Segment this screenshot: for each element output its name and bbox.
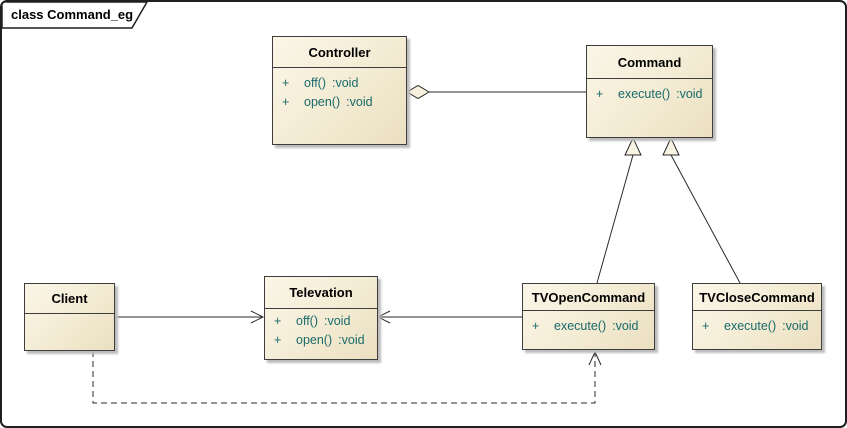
class-name-command: Command <box>587 46 712 79</box>
aggregation-controller-command[interactable] <box>406 84 586 100</box>
method-type: :void <box>346 95 373 109</box>
method-row: + off() :void <box>273 74 406 93</box>
method-name: open() <box>304 95 341 109</box>
method-type: :void <box>332 76 359 90</box>
association-tvopencommand-televation[interactable] <box>376 310 522 324</box>
method-visibility: + <box>532 319 540 333</box>
class-body-client <box>25 314 114 320</box>
frame-title: class Command_eg <box>11 7 134 22</box>
generalization-tvclosecommand-command[interactable] <box>662 136 741 284</box>
method-visibility: + <box>282 95 290 109</box>
class-body-televation: + off() :void + open() :void <box>265 309 377 350</box>
class-name-controller: Controller <box>273 37 406 68</box>
method-row: + execute() :void <box>693 317 821 336</box>
method-visibility: + <box>702 319 710 333</box>
method-row: + execute() :void <box>523 317 654 336</box>
class-box-televation[interactable]: Televation + off() :void + open() :void <box>264 276 378 360</box>
association-client-televation[interactable] <box>115 310 265 324</box>
method-visibility: + <box>282 76 290 90</box>
method-type: :void <box>782 319 809 333</box>
class-box-client[interactable]: Client <box>24 283 115 351</box>
method-name: execute() <box>618 87 671 101</box>
class-body-tvclosecommand: + execute() :void <box>693 311 821 336</box>
method-type: :void <box>338 333 365 347</box>
method-visibility: + <box>274 333 282 347</box>
class-body-controller: + off() :void + open() :void <box>273 68 406 112</box>
dependency-client-tvopencommand[interactable] <box>92 350 602 404</box>
method-name: off() <box>296 314 318 328</box>
class-name-tvclosecommand: TVCloseCommand <box>693 284 821 311</box>
method-type: :void <box>324 314 351 328</box>
class-box-tvopencommand[interactable]: TVOpenCommand + execute() :void <box>522 283 655 350</box>
method-row: + execute() :void <box>587 85 712 104</box>
method-row: + open() :void <box>273 93 406 112</box>
method-name: open() <box>296 333 333 347</box>
frame-title-tab <box>2 2 148 29</box>
method-row: + off() :void <box>265 312 377 331</box>
class-body-tvopencommand: + execute() :void <box>523 311 654 336</box>
class-box-command[interactable]: Command + execute() :void <box>586 45 713 138</box>
class-box-tvclosecommand[interactable]: TVCloseCommand + execute() :void <box>692 283 822 350</box>
generalization-tvopencommand-command[interactable] <box>596 136 642 284</box>
class-name-televation: Televation <box>265 277 377 309</box>
method-name: execute() <box>554 319 607 333</box>
class-name-tvopencommand: TVOpenCommand <box>523 284 654 311</box>
method-type: :void <box>612 319 639 333</box>
class-name-client: Client <box>25 284 114 314</box>
class-body-command: + execute() :void <box>587 79 712 104</box>
method-row: + open() :void <box>265 331 377 350</box>
class-box-controller[interactable]: Controller + off() :void + open() :void <box>272 36 407 145</box>
method-visibility: + <box>274 314 282 328</box>
method-type: :void <box>676 87 703 101</box>
method-name: execute() <box>724 319 777 333</box>
method-visibility: + <box>596 87 604 101</box>
method-name: off() <box>304 76 326 90</box>
